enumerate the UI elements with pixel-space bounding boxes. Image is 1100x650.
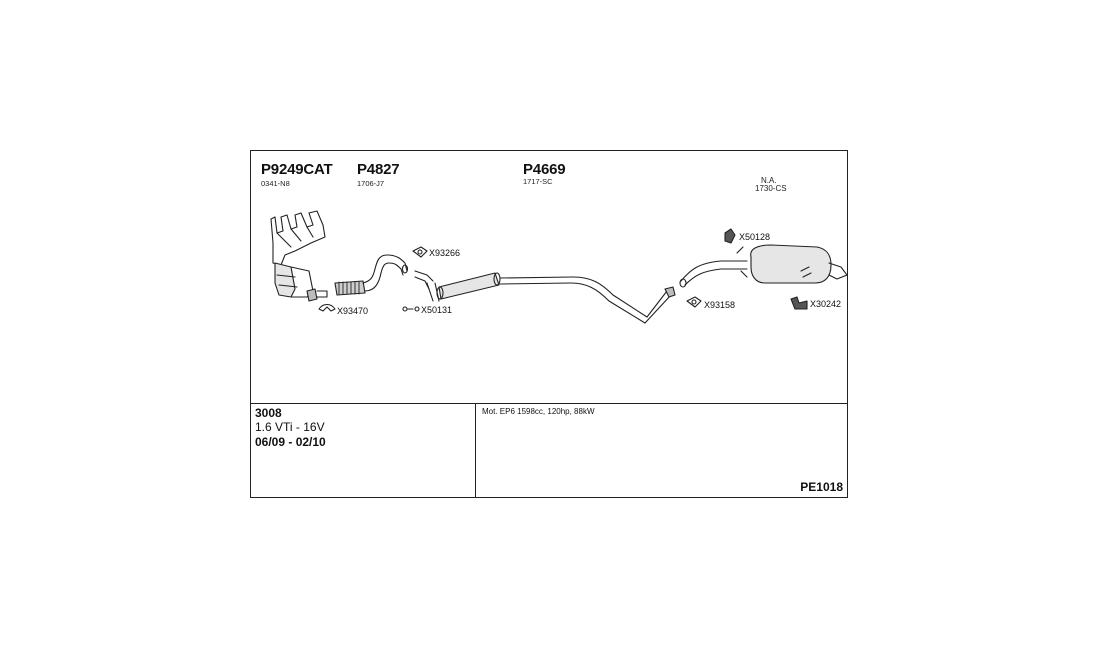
- part-number-catalyst: P9249CAT: [261, 161, 333, 178]
- part-sub-middle-silencer: 1717-SC: [523, 177, 553, 186]
- part-number-rear-silencer: N.A.: [761, 176, 777, 185]
- clamp-icon-a1: [412, 246, 428, 258]
- front-pipe-icon: [334, 254, 409, 296]
- middle-silencer-icon: [414, 270, 676, 324]
- rubber-mount-icon-a6: [790, 296, 808, 310]
- part-sub-catalyst: 0341-N8: [261, 179, 290, 188]
- clamp-icon-a5: [686, 296, 702, 308]
- catalyst-manifold-icon: [270, 210, 328, 302]
- vehicle-model: 3008: [255, 406, 282, 420]
- part-number-front-pipe: P4827: [357, 161, 400, 178]
- accessory-label-a3: X50131: [421, 305, 453, 315]
- accessory-label-a2: X93470: [337, 306, 369, 316]
- motor-info: Mot. EP6 1598cc, 120hp, 88kW: [482, 407, 595, 416]
- part-sub-front-pipe: 1706-J7: [357, 179, 385, 188]
- accessory-label-a4: X50128: [739, 232, 771, 242]
- vehicle-years: 06/09 - 02/10: [255, 435, 326, 449]
- accessory-label-a6: X30242: [810, 299, 842, 309]
- diagram-frame: P9249CAT 0341-N8 P4827 1706-J7 P4669 171…: [250, 150, 848, 498]
- spring-bolt-icon-a3: [402, 306, 420, 312]
- horizontal-divider: [251, 403, 847, 404]
- part-sub-rear-silencer: 1730-CS: [755, 184, 787, 193]
- exhaust-diagram-area: P9249CAT 0341-N8 P4827 1706-J7 P4669 171…: [251, 151, 847, 403]
- vertical-divider: [475, 403, 476, 497]
- clamp-icon-a2: [318, 303, 336, 312]
- accessory-label-a5: X93158: [704, 300, 736, 310]
- diagram-reference: PE1018: [800, 480, 843, 494]
- vehicle-engine: 1.6 VTi - 16V: [255, 420, 325, 434]
- part-number-middle-silencer: P4669: [523, 161, 566, 178]
- accessory-label-a1: X93266: [429, 248, 461, 258]
- exhaust-drawing: [270, 210, 847, 324]
- rear-silencer-icon: [679, 244, 847, 288]
- bracket-icon-a4: [724, 228, 736, 244]
